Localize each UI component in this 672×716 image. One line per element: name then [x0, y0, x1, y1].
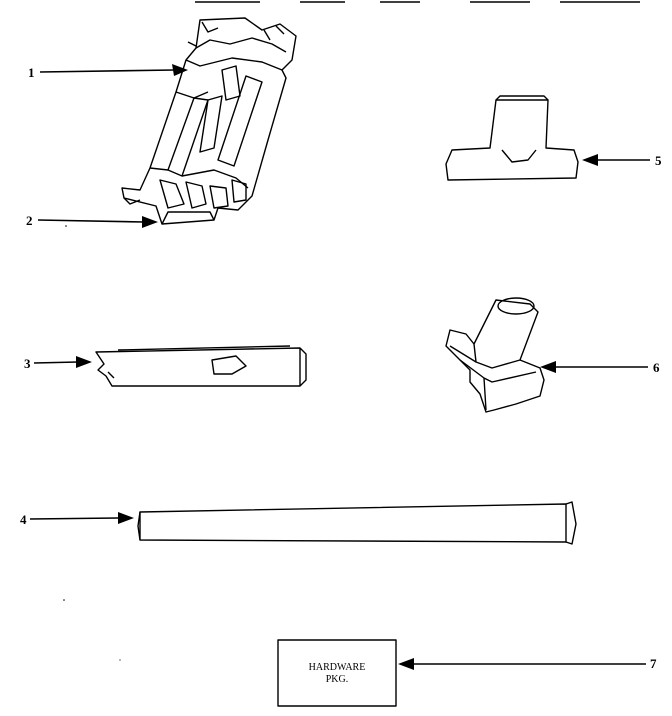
- leader-arrow-7: [398, 658, 646, 670]
- callout-number-4: 4: [20, 512, 27, 527]
- leader-arrow-6: [540, 361, 648, 373]
- leader-arrow-4: [29, 512, 134, 524]
- hardware-pkg-label-line2: PKG.: [326, 674, 349, 685]
- callout-number-5: 5: [655, 153, 662, 168]
- callout-number-2: 2: [26, 213, 33, 228]
- dusting-brush-part: [445, 297, 545, 413]
- leader-arrow-3: [33, 356, 92, 368]
- callout-number-3: 3: [24, 356, 31, 371]
- leader-arrow-2: [37, 216, 158, 228]
- nozzle-housing-part: [121, 17, 297, 225]
- leader-arrow-1: [39, 64, 188, 76]
- upholstery-tool-part: [445, 95, 579, 181]
- crevice-tool-part: [95, 345, 307, 387]
- callout-number-6: 6: [653, 360, 660, 375]
- extension-wand-part: [137, 501, 577, 545]
- hardware-pkg-label-line1: HARDWARE: [309, 662, 366, 673]
- leader-arrow-5: [582, 154, 650, 166]
- hardware-package-part: [277, 639, 397, 707]
- callout-number-7: 7: [650, 656, 657, 671]
- callout-number-1: 1: [28, 65, 35, 80]
- scan-specks: [63, 225, 121, 661]
